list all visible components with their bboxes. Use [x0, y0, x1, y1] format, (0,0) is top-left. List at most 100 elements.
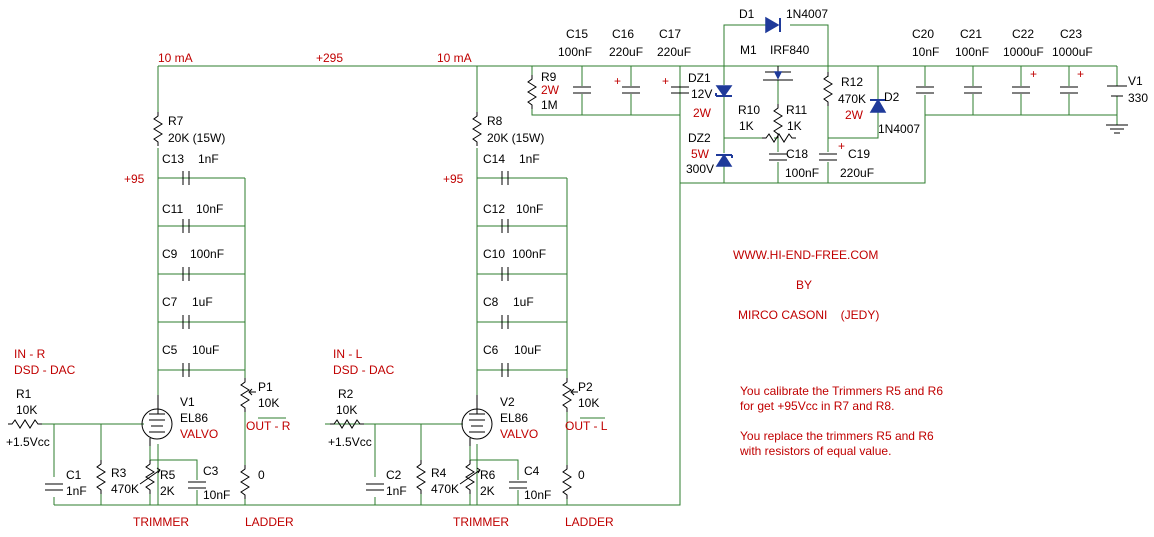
c22-value: 1000uF	[1003, 45, 1044, 59]
c14-value: 1nF	[519, 152, 540, 166]
c16-label: C16	[612, 27, 634, 41]
rail-current-left: 10 mA	[158, 51, 193, 65]
d2-label: D2	[884, 90, 900, 104]
c13-label: C13	[162, 152, 184, 166]
c21-value: 100nF	[955, 45, 989, 59]
dz2-label: DZ2	[688, 131, 711, 145]
c15-label: C15	[566, 27, 588, 41]
trimmer-label-right: TRIMMER	[453, 515, 509, 529]
resistor-r3	[96, 459, 106, 495]
potentiometer-p1	[240, 377, 250, 413]
c7-label: C7	[162, 295, 178, 309]
c12-label: C12	[483, 202, 505, 216]
capacitor-c16	[621, 86, 641, 94]
r5-label: R5	[160, 468, 176, 482]
v2-brand: VALVO	[500, 427, 538, 441]
replace-note-2: with resistors of equal value.	[739, 444, 891, 458]
calibration-note-2: for get +95Vcc in R7 and R8.	[740, 399, 894, 413]
v1-brand: VALVO	[180, 427, 218, 441]
r11-value: 1K	[787, 119, 802, 133]
c8-value: 1uF	[513, 295, 534, 309]
input-right-sub: DSD - DAC	[14, 363, 76, 377]
ladder-label-right: LADDER	[565, 515, 614, 529]
c1-label: C1	[66, 468, 82, 482]
labels: 10 mA +295 10 mA +95 +95 R7 20K (15W) C1…	[6, 7, 1148, 529]
r10-label: R10	[738, 103, 760, 117]
wiper-arrow-p2	[570, 388, 578, 396]
resistor-r8	[472, 111, 482, 147]
c13-value: 1nF	[198, 152, 219, 166]
capacitor-c21	[963, 86, 983, 94]
m1-value: IRF840	[770, 43, 810, 57]
dz2-power: 5W	[691, 147, 710, 161]
ladder-zero-right: 0	[578, 468, 585, 482]
c12-value: 10nF	[516, 202, 543, 216]
r10-value: 1K	[739, 119, 754, 133]
d1-value: 1N4007	[786, 7, 828, 21]
c10-label: C10	[483, 247, 505, 261]
tube-v2	[461, 395, 493, 446]
bias-right: +1.5Vcc	[328, 435, 372, 449]
c19-label: C19	[848, 147, 870, 161]
c23-label: C23	[1060, 27, 1082, 41]
m1-label: M1	[740, 43, 757, 57]
c23-plus: +	[1077, 67, 1084, 81]
diode-d1	[765, 16, 780, 34]
v2-tube-type: EL86	[500, 411, 528, 425]
r9-label: R9	[541, 70, 557, 84]
v1-tube-label: V1	[180, 395, 195, 409]
c4-label: C4	[524, 464, 540, 478]
r3-value: 470K	[111, 482, 139, 496]
r6-value: 2K	[480, 484, 495, 498]
mosfet-m1	[763, 66, 793, 81]
c17-value: 220uF	[657, 45, 691, 59]
r7-value: 20K (15W)	[168, 131, 225, 145]
ladder-zero-left: 0	[258, 468, 265, 482]
v2-tube-label: V2	[500, 395, 515, 409]
r11-label: R11	[786, 103, 807, 117]
resistor-r12	[823, 71, 833, 107]
zener-dz2	[715, 153, 733, 167]
capacitor-c19	[818, 153, 838, 161]
r12-label: R12	[841, 75, 863, 89]
c22-label: C22	[1012, 27, 1034, 41]
dz2-voltage: 300V	[686, 162, 714, 176]
d1-label: D1	[739, 7, 755, 21]
v1-tube-type: EL86	[180, 411, 208, 425]
resistor-r1	[7, 419, 43, 429]
calibration-note-1: You calibrate the Trimmers R5 and R6	[740, 384, 943, 398]
rail-current-right: 10 mA	[437, 51, 472, 65]
r1-label: R1	[16, 387, 32, 401]
c9-label: C9	[162, 247, 178, 261]
r3-label: R3	[111, 466, 127, 480]
wiper-arrow-p1	[248, 388, 256, 396]
c22-plus: +	[1030, 67, 1037, 81]
trimmer-arrow-r6	[459, 467, 481, 485]
resistor-r9	[527, 74, 537, 110]
c20-label: C20	[912, 27, 934, 41]
zener-dz1	[715, 85, 733, 98]
c3-value: 10nF	[203, 488, 230, 502]
trimmer-arrow-r5	[139, 467, 161, 485]
r8-value: 20K (15W)	[487, 131, 544, 145]
c3-label: C3	[203, 464, 219, 478]
c2-label: C2	[386, 468, 402, 482]
c18-value: 100nF	[785, 166, 819, 180]
c10-value: 100nF	[512, 247, 546, 261]
c4-value: 10nF	[524, 488, 551, 502]
author: MIRCO CASONI (JEDY)	[738, 308, 879, 322]
capacitor-c1	[44, 483, 64, 491]
c14-label: C14	[483, 152, 505, 166]
c11-label: C11	[162, 202, 183, 216]
replace-note-1: You replace the trimmers R5 and R6	[740, 429, 934, 443]
c6-label: C6	[483, 343, 499, 357]
dz1-voltage: 12V	[691, 87, 712, 101]
rail-voltage: +295	[316, 51, 343, 65]
capacitor-c22	[1011, 86, 1031, 94]
r2-value: 10K	[336, 403, 357, 417]
input-left-label: IN - L	[333, 347, 363, 361]
c17-label: C17	[659, 27, 681, 41]
r5-value: 2K	[160, 484, 175, 498]
c16-value: 220uF	[609, 45, 643, 59]
capacitor-c2	[365, 483, 385, 491]
